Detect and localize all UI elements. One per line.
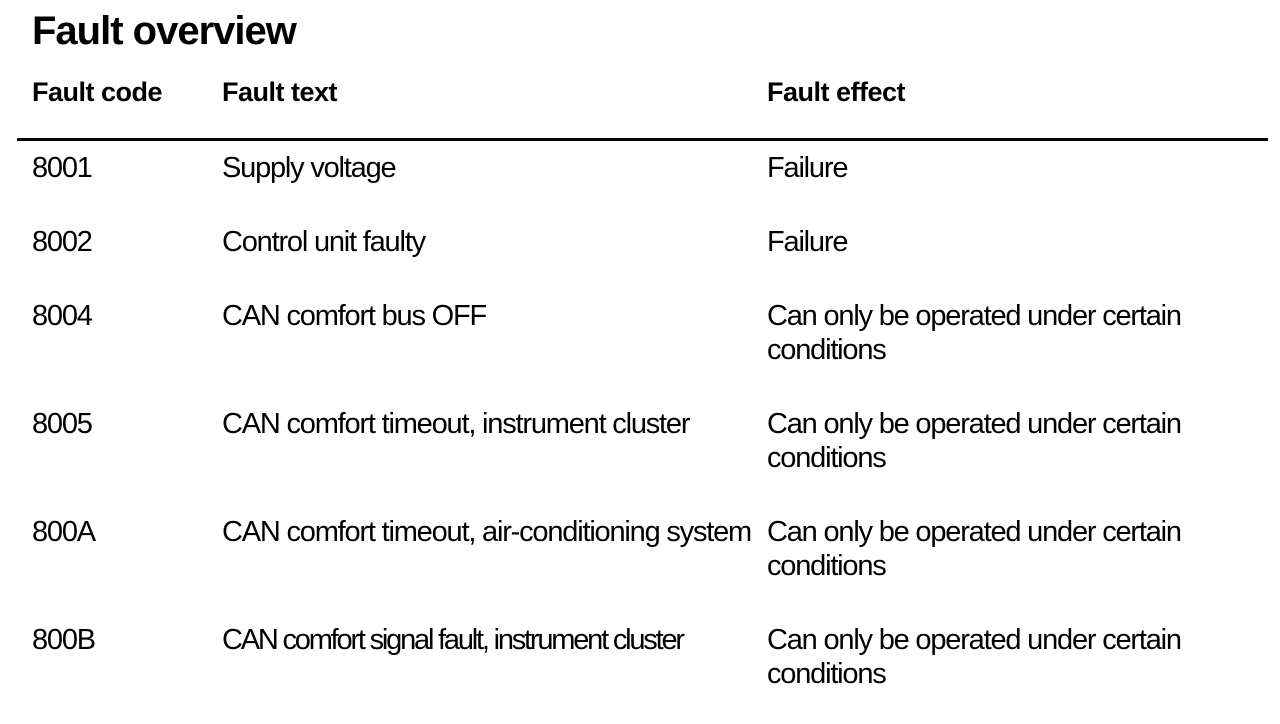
- fault-effect-cell: Failure: [767, 226, 848, 258]
- fault-effect-cell: Can only be operated under certain condi…: [767, 516, 1182, 582]
- fault-code-cell: 8005: [32, 408, 93, 440]
- table-row: 8005 CAN comfort timeout, instrument clu…: [32, 407, 1280, 475]
- fault-effect-cell: Can only be operated under certain condi…: [767, 408, 1182, 474]
- fault-text-cell: CAN comfort signal fault, instrument clu…: [222, 624, 685, 656]
- fault-text-cell: Control unit faulty: [222, 226, 426, 258]
- header-divider-rule: [17, 138, 1268, 141]
- table-header-row: Fault code Fault text Fault effect: [32, 77, 1280, 107]
- column-header-fault-effect: Fault effect: [767, 77, 906, 107]
- fault-code-cell: 8001: [32, 152, 93, 184]
- table-body: 8001 Supply voltage Failure 8002 Control…: [32, 151, 1280, 691]
- fault-text-cell: Supply voltage: [222, 152, 397, 184]
- table-row: 8001 Supply voltage Failure: [32, 151, 1280, 185]
- fault-code-cell: 800A: [32, 516, 96, 548]
- fault-code-cell: 8004: [32, 300, 93, 332]
- fault-code-cell: 800B: [32, 624, 96, 656]
- column-header-fault-code: Fault code: [32, 77, 163, 107]
- fault-effect-cell: Can only be operated under certain condi…: [767, 300, 1182, 366]
- fault-effect-cell: Can only be operated under certain condi…: [767, 624, 1182, 690]
- table-row: 800A CAN comfort timeout, air-conditioni…: [32, 515, 1280, 583]
- page-title: Fault overview: [32, 9, 297, 53]
- table-row: 8004 CAN comfort bus OFF Can only be ope…: [32, 299, 1280, 367]
- fault-text-cell: CAN comfort timeout, air-conditioning sy…: [222, 516, 752, 548]
- fault-text-cell: CAN comfort timeout, instrument cluster: [222, 408, 691, 440]
- column-header-fault-text: Fault text: [222, 77, 338, 107]
- table-row: 800B CAN comfort signal fault, instrumen…: [32, 623, 1280, 691]
- fault-text-cell: CAN comfort bus OFF: [222, 300, 487, 332]
- fault-effect-cell: Failure: [767, 152, 848, 184]
- table-row: 8002 Control unit faulty Failure: [32, 225, 1280, 259]
- fault-code-cell: 8002: [32, 226, 93, 258]
